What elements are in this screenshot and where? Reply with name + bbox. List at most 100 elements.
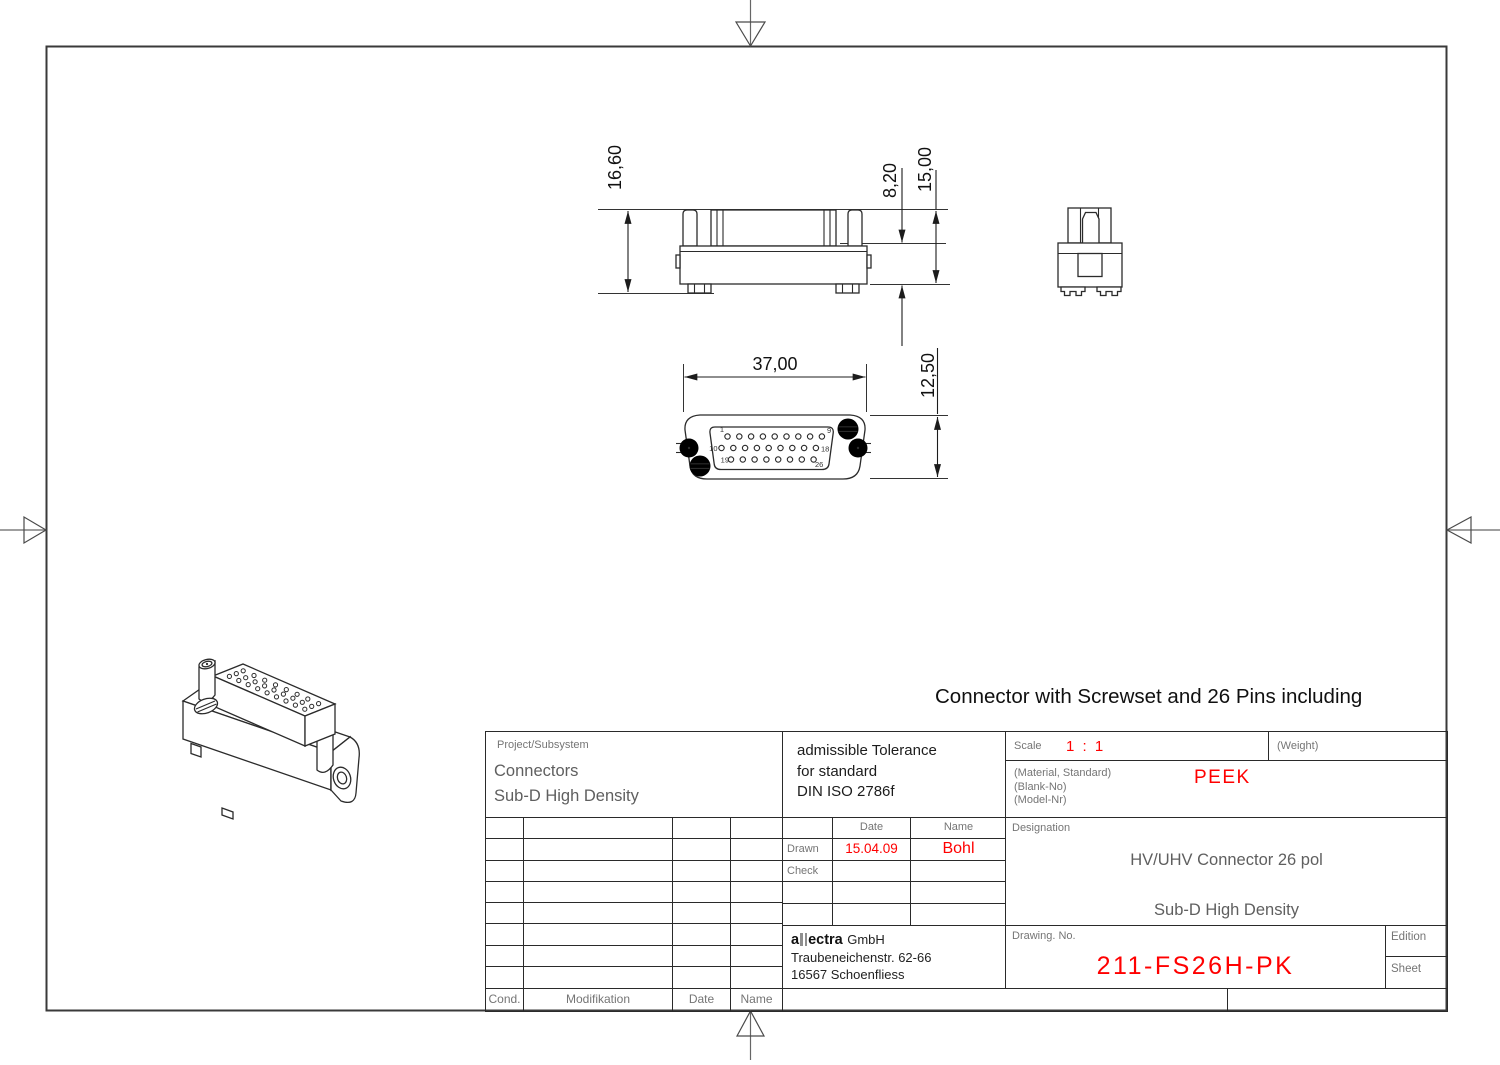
pin-label-1: 1 — [720, 425, 724, 434]
company-address1: Traubeneichenstr. 62-66 — [791, 950, 932, 965]
project-line1: Connectors — [494, 762, 579, 780]
iso-foot — [190, 742, 202, 758]
company-tail: GmbH — [847, 932, 885, 947]
approval-cell — [783, 818, 833, 840]
dim-body-height: 8,20 — [880, 163, 900, 198]
pin-hole — [724, 433, 731, 440]
front-view: 1 9 10 18 19 26 — [676, 414, 871, 480]
revision-cell — [673, 839, 731, 861]
revision-cell — [524, 860, 673, 882]
pin-hole — [262, 677, 268, 683]
top-view — [675, 209, 872, 294]
pin-hole — [774, 456, 782, 463]
front-view-pins — [718, 433, 826, 463]
revision-cell — [486, 860, 524, 882]
scale-value: 1 : 1 — [1066, 738, 1106, 755]
side-view — [1057, 207, 1123, 297]
pin-hole — [271, 687, 277, 693]
revision-cell — [673, 924, 731, 946]
side-left-foot — [1060, 286, 1086, 297]
pin-hole — [771, 433, 778, 440]
revision-cell — [673, 966, 731, 988]
approval-cell — [783, 903, 833, 925]
company-logo: a — [791, 932, 800, 948]
project-line2: Sub-D High Density — [494, 787, 639, 805]
date-header: Date — [833, 818, 911, 840]
pin-label-10: 10 — [709, 444, 717, 453]
title-block: Project/Subsystem Connectors Sub-D High … — [485, 731, 1448, 1012]
pin-hole — [305, 696, 311, 702]
revision-grid — [485, 817, 783, 989]
right-center-mark-icon — [1445, 515, 1472, 545]
sheet-border — [45, 45, 1448, 1012]
left-center-mark-icon — [23, 515, 48, 545]
logo-bars-icon — [800, 933, 803, 946]
tolerance-line2: for standard — [797, 762, 878, 780]
pin-hole — [255, 686, 261, 692]
pin-hole — [736, 433, 743, 440]
pin-hole — [309, 703, 315, 710]
pin-hole — [262, 683, 268, 689]
revision-cell — [524, 966, 673, 988]
drawn-name: Bohl — [911, 839, 1006, 861]
pin-hole — [299, 699, 305, 705]
pin-hole — [812, 444, 820, 452]
tolerance-box: admissible Tolerance for standard DIN IS… — [782, 731, 1006, 818]
scale-label: Scale — [1014, 740, 1042, 752]
project-label: Project/Subsystem — [497, 739, 589, 751]
insulator-block — [710, 209, 837, 247]
pin-hole — [283, 698, 289, 704]
drawn-date: 15.04.09 — [833, 839, 911, 861]
approval-cell — [833, 903, 911, 925]
drawing-note: Connector with Screwset and 26 Pins incl… — [935, 685, 1363, 708]
pin-hole — [806, 433, 814, 440]
approval-cell — [911, 904, 1006, 925]
designation-box: Designation HV/UHV Connector 26 pol Sub-… — [1005, 817, 1448, 926]
revision-cell — [731, 946, 783, 967]
pin-hole — [292, 702, 298, 708]
footer-name-cell: Name — [730, 988, 783, 1012]
revision-cell — [524, 818, 673, 840]
edition-label: Edition — [1391, 931, 1427, 943]
material-label1: (Material, Standard) — [1014, 767, 1112, 779]
tolerance-line3: DIN ISO 2786f — [797, 783, 895, 800]
revision-cell — [731, 839, 783, 861]
pin-hole — [272, 682, 279, 688]
revision-cell — [673, 818, 731, 840]
pin-hole — [765, 444, 772, 452]
top-center-mark-icon — [734, 21, 767, 48]
pin-label-18: 18 — [821, 445, 829, 454]
pin-hole — [233, 671, 239, 677]
pin-hole — [236, 677, 242, 684]
pin-hole — [718, 444, 725, 452]
pin-hole — [252, 679, 258, 685]
revision-cell — [486, 924, 524, 946]
drawing-number-label: Drawing. No. — [1012, 930, 1076, 942]
revision-cell — [524, 903, 673, 925]
check-label: Check — [783, 860, 833, 883]
revision-cell — [673, 903, 731, 925]
revision-cell — [731, 924, 783, 946]
dim-total-height: 15,00 — [915, 147, 935, 192]
pin-hole — [789, 444, 796, 452]
dim-face-height: 12,50 — [918, 353, 938, 398]
revision-cell — [486, 839, 524, 861]
designation-label: Designation — [1012, 822, 1071, 834]
weight-label: (Weight) — [1277, 740, 1319, 752]
pin-hole — [798, 456, 806, 463]
revision-cell — [524, 881, 673, 903]
approval-cell — [911, 882, 1006, 904]
material-label3: (Model-Nr) — [1014, 794, 1067, 806]
pin-hole — [273, 694, 280, 700]
revision-cell — [673, 881, 731, 903]
pin-hole — [800, 444, 808, 452]
weight-box: (Weight) — [1268, 731, 1448, 761]
company-address2: 16567 Schoenfliess — [791, 967, 905, 982]
cond-cell: Cond. — [485, 988, 524, 1012]
material-label2: (Blank-No) — [1014, 780, 1067, 793]
revision-cell — [731, 967, 783, 988]
designation-line2: Sub-D High Density — [1154, 901, 1299, 919]
name-header: Name — [911, 818, 1006, 840]
